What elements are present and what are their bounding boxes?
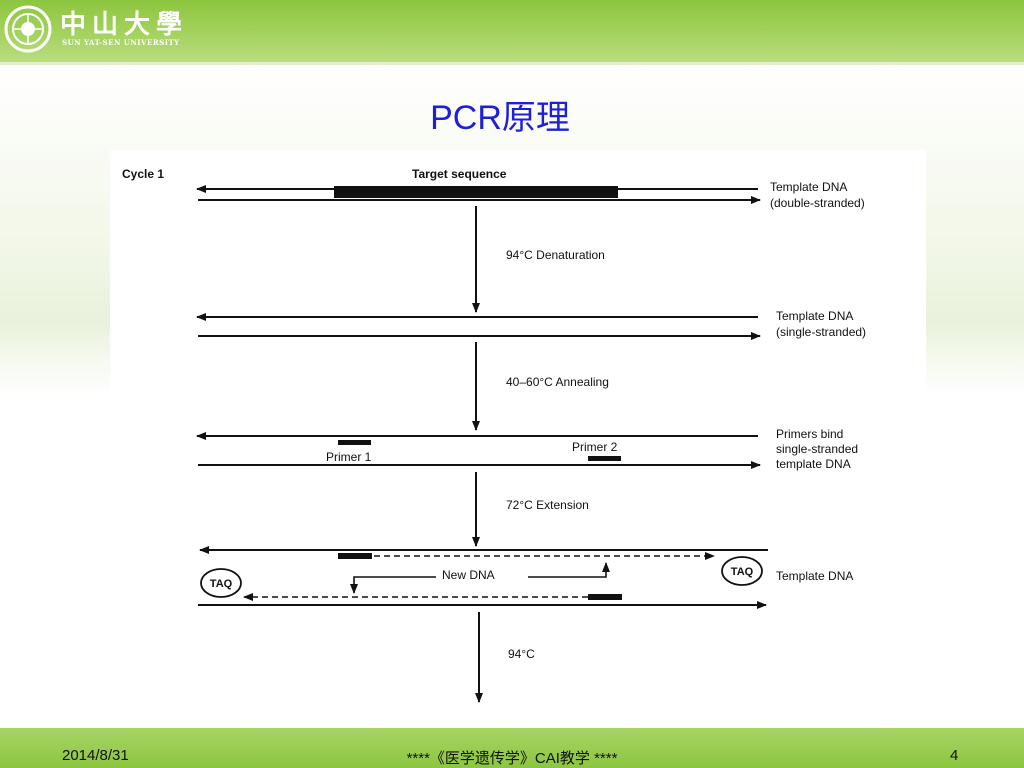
template-ss-label-2: (single-stranded) <box>776 325 866 339</box>
template-ds-label-1: Template DNA <box>770 180 847 194</box>
header-divider <box>0 62 1024 65</box>
template-final-label: Template DNA <box>776 569 853 583</box>
new-dna-pointer-left <box>350 576 436 594</box>
university-seal-icon <box>4 5 52 53</box>
slide-title: PCR原理 <box>430 99 570 137</box>
target-sequence-label: Target sequence <box>412 167 507 181</box>
step-annealing-label: 40–60°C Annealing <box>506 375 609 389</box>
step-extension-label: 72°C Extension <box>506 498 589 512</box>
primer-2-block <box>588 456 621 461</box>
taq-left-icon <box>200 568 242 598</box>
new-dna-pointer-right <box>528 562 610 578</box>
logo-english-name: SUN YAT-SEN UNIVERSITY <box>62 38 180 47</box>
footer-date: 2014/8/31 <box>62 747 129 764</box>
footer-page-number: 4 <box>950 747 959 764</box>
step-94c-label: 94°C <box>508 647 535 661</box>
primers-label-3: template DNA <box>776 457 851 471</box>
step-denaturation-label: 94°C Denaturation <box>506 248 605 262</box>
taq-right-label: TAQ <box>731 566 754 578</box>
extension-primer-1 <box>338 553 372 559</box>
template-ss-label-1: Template DNA <box>776 309 853 323</box>
header-bar: 中山大學 SUN YAT-SEN UNIVERSITY <box>0 0 1024 62</box>
target-sequence-block <box>334 186 618 198</box>
pcr-diagram: Cycle 1 Target sequence Template DNA (do… <box>110 150 926 720</box>
primers-label-2: single-stranded <box>776 442 858 456</box>
taq-right-icon <box>721 556 763 586</box>
footer-bar: 2014/8/31 ****《医学遗传学》CAI教学 **** 4 <box>0 728 1024 768</box>
cycle-label: Cycle 1 <box>122 167 164 181</box>
template-ds-label-2: (double-stranded) <box>770 196 865 210</box>
footer-course-title: ****《医学遗传学》CAI教学 **** <box>406 750 618 767</box>
primers-label-1: Primers bind <box>776 427 843 441</box>
primer-1-label: Primer 1 <box>326 450 372 464</box>
primer-1-block <box>338 440 371 445</box>
logo-chinese-name: 中山大學 <box>60 10 189 40</box>
extension-primer-2 <box>588 594 622 600</box>
pcr-diagram-svg: Cycle 1 Target sequence Template DNA (do… <box>122 167 866 703</box>
primer-2-label: Primer 2 <box>572 440 618 454</box>
new-dna-label: New DNA <box>442 568 495 582</box>
taq-left-label: TAQ <box>210 578 233 590</box>
